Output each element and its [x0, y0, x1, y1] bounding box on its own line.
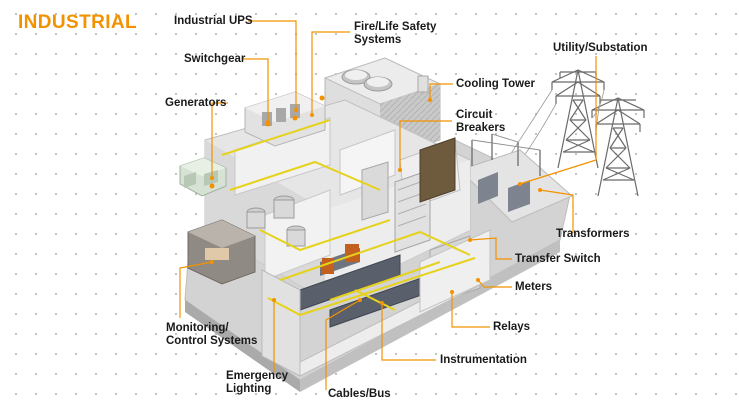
leader-transformers	[539, 189, 574, 233]
label-industrial-ups: Industrial UPS	[174, 15, 253, 27]
cable-bus-runs	[221, 119, 476, 317]
perimeter-wall	[261, 229, 491, 377]
leader-meters	[477, 279, 512, 288]
diagram-title: INDUSTRIAL	[18, 12, 138, 33]
label-cables-bus: Cables/Bus	[328, 388, 391, 400]
leader-cooling-tower	[429, 83, 453, 100]
label-relays: Relays	[493, 321, 531, 333]
label-instrumentation: Instrumentation	[440, 354, 527, 366]
label-fire-life-safety: Fire/Life Safety Systems	[354, 21, 437, 46]
leader-circuit-breakers	[399, 120, 452, 170]
label-emergency-lighting: Emergency Lighting	[226, 370, 289, 395]
leader-switchgear	[242, 58, 269, 122]
label-meters: Meters	[515, 281, 553, 293]
label-generators: Generators	[165, 97, 227, 109]
generators	[179, 157, 227, 197]
label-transfer-switch: Transfer Switch	[515, 253, 601, 265]
leader-utility-substation	[519, 56, 597, 185]
leader-instrumentation	[381, 303, 436, 361]
control-room	[187, 219, 256, 285]
highlight-markers	[209, 95, 325, 189]
label-switchgear: Switchgear	[184, 53, 246, 65]
leader-cables-bus	[325, 299, 361, 390]
leader-transfer-switch	[469, 237, 512, 260]
leader-fire-life-safety	[311, 31, 350, 115]
leader-monitoring-control	[179, 261, 213, 318]
label-cooling-tower: Cooling Tower	[456, 78, 536, 90]
leader-lines	[179, 20, 597, 390]
leader-industrial-ups	[248, 20, 297, 110]
label-circuit-breakers: Circuit Breakers	[456, 109, 506, 134]
label-utility-substation: Utility/Substation	[553, 42, 648, 54]
tanks	[246, 195, 306, 247]
utility-tower-right	[591, 97, 645, 197]
label-monitoring-control: Monitoring/ Control Systems	[166, 322, 258, 347]
leader-generators	[211, 102, 228, 178]
leader-endpoints	[210, 98, 542, 305]
leader-relays	[451, 292, 490, 328]
label-transformers: Transformers	[556, 228, 630, 240]
substation-yard	[459, 133, 573, 223]
